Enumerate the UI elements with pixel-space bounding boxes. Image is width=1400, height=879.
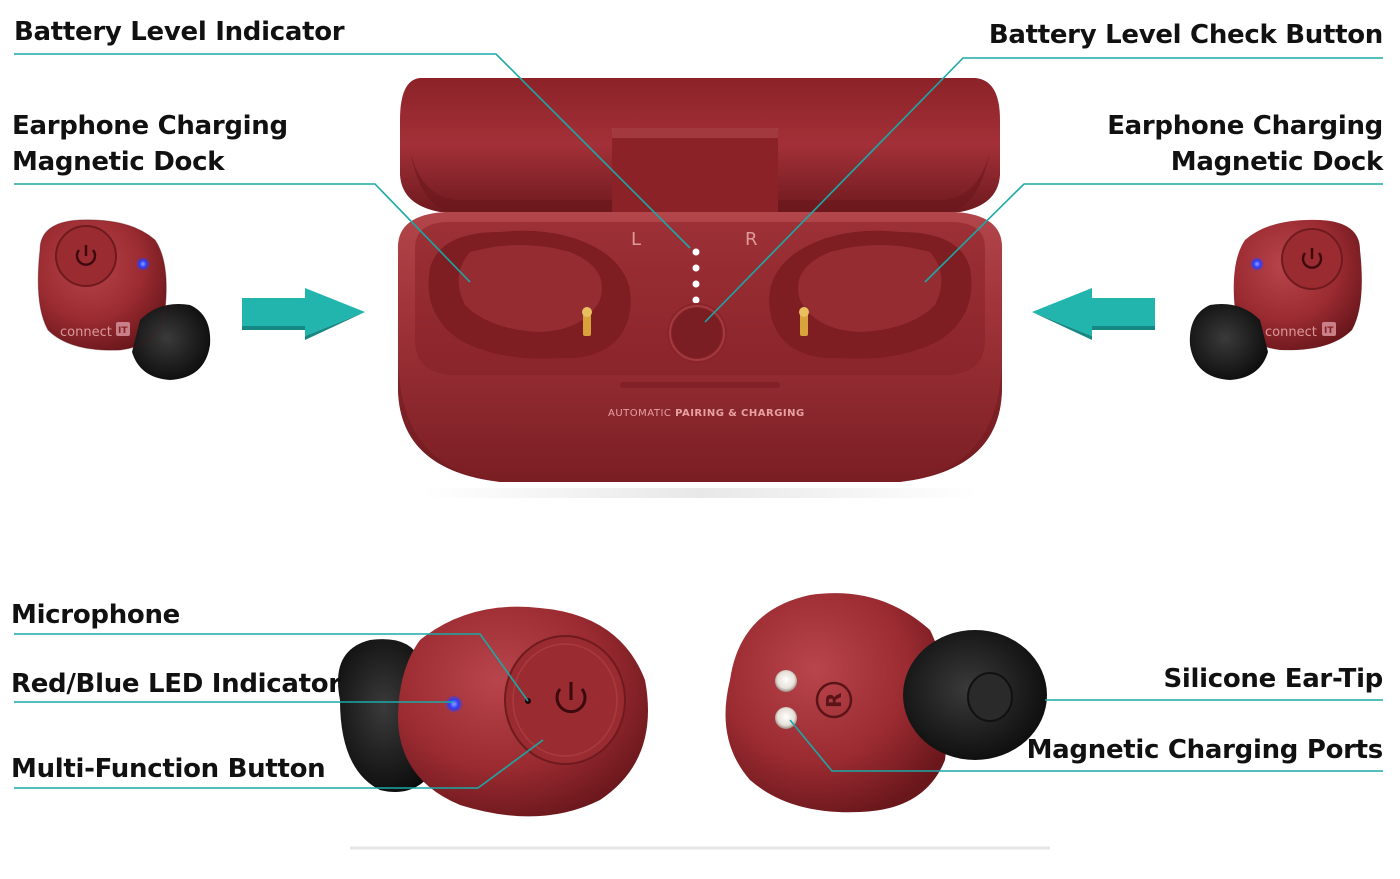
charging-port xyxy=(775,707,797,729)
earbud-back-view: R xyxy=(725,593,1047,813)
brand-badge xyxy=(1322,322,1336,336)
label-dock-left-line2: Magnetic Dock xyxy=(12,147,225,177)
label-magnetic-charging-ports: Magnetic Charging Ports xyxy=(1026,735,1384,765)
label-battery-level-indicator: Battery Level Indicator xyxy=(14,17,345,47)
label-led-indicator: Red/Blue LED Indicator xyxy=(11,669,341,699)
right-earbud-ear-tip xyxy=(1189,304,1268,380)
left-earbud-ear-tip xyxy=(132,304,211,380)
label-dock-left-line1: Earphone Charging xyxy=(12,111,288,141)
charging-port xyxy=(775,670,797,692)
leader-dock-right xyxy=(924,183,1383,283)
leader-ports xyxy=(789,719,1383,772)
left-earphone-dock xyxy=(428,230,631,359)
battery-led xyxy=(692,264,700,272)
side-mark: R xyxy=(822,693,846,708)
left-earbud-led xyxy=(136,257,150,271)
power-icon xyxy=(1301,248,1323,269)
right-dock-pogo-pin xyxy=(800,312,808,336)
charging-case: L R AUTOMATIC PAIRING & CHARGING xyxy=(397,78,1003,498)
svg-text:IT: IT xyxy=(1324,326,1334,336)
case-caption: AUTOMATIC PAIRING & CHARGING xyxy=(608,408,805,419)
right-earbud-top: connect IT xyxy=(1189,219,1362,380)
battery-led xyxy=(692,248,700,256)
battery-check-button[interactable] xyxy=(667,303,727,363)
arrow-left-icon xyxy=(1032,288,1155,340)
label-dock-right: Earphone Charging Magnetic Dock xyxy=(1107,108,1383,180)
power-icon xyxy=(555,682,587,714)
label-silicone-ear-tip: Silicone Ear-Tip xyxy=(1163,664,1384,694)
label-dock-left: Earphone Charging Magnetic Dock xyxy=(12,108,288,180)
case-left-mark: L xyxy=(631,229,641,250)
leader-microphone xyxy=(14,633,529,702)
case-lid xyxy=(400,78,1000,220)
label-microphone: Microphone xyxy=(11,600,181,630)
label-dock-right-line1: Earphone Charging xyxy=(1107,111,1383,141)
power-icon xyxy=(75,245,97,266)
label-dock-right-line2: Magnetic Dock xyxy=(1170,147,1384,177)
leader-check-button xyxy=(704,57,1383,323)
multi-function-button[interactable] xyxy=(504,635,626,765)
arrow-right-icon xyxy=(242,288,365,340)
svg-text:IT: IT xyxy=(118,326,128,336)
lid-hinge-block xyxy=(612,128,778,220)
leader-multi-button xyxy=(14,739,544,789)
battery-led xyxy=(692,296,700,304)
left-earbud-top: connect IT xyxy=(37,219,211,380)
brand-badge xyxy=(116,322,130,336)
label-battery-check-button: Battery Level Check Button xyxy=(988,20,1383,50)
right-earbud-led xyxy=(1250,257,1264,271)
leader-dock-left xyxy=(14,183,471,283)
left-earbud-brand: connect xyxy=(60,325,112,340)
leader-battery-indicator xyxy=(14,53,691,249)
battery-led xyxy=(692,280,700,288)
right-earbud-brand: connect xyxy=(1265,325,1317,340)
red-blue-led xyxy=(445,695,463,713)
battery-level-leds xyxy=(692,248,700,304)
earbud-front-view xyxy=(338,606,648,817)
case-right-mark: R xyxy=(745,229,758,250)
label-multi-function-button: Multi-Function Button xyxy=(11,754,326,784)
case-shadow xyxy=(420,488,980,498)
leader-lines xyxy=(14,53,1383,789)
side-mark-ring xyxy=(815,681,853,719)
left-dock-pogo-pin xyxy=(583,312,591,336)
right-earphone-dock xyxy=(769,230,972,359)
